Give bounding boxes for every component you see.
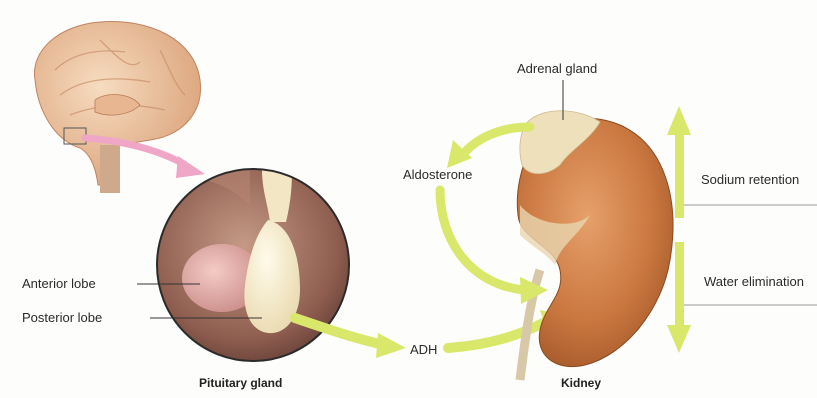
kidney-illustration [517, 111, 673, 380]
water-elimination-label: Water elimination [704, 274, 804, 290]
brain-illustration [34, 22, 200, 193]
adrenal-gland-label: Adrenal gland [517, 61, 597, 77]
pituitary-gland-caption: Pituitary gland [199, 376, 282, 390]
sodium-retention-label: Sodium retention [701, 172, 799, 188]
adh-label: ADH [410, 342, 437, 358]
green-arrow-kidney-upper [440, 190, 525, 290]
kidney-caption: Kidney [561, 376, 601, 390]
aldosterone-label: Aldosterone [403, 167, 472, 183]
anterior-lobe-label: Anterior lobe [22, 276, 96, 292]
posterior-lobe-label: Posterior lobe [22, 310, 102, 326]
pituitary-closeup [157, 169, 349, 361]
